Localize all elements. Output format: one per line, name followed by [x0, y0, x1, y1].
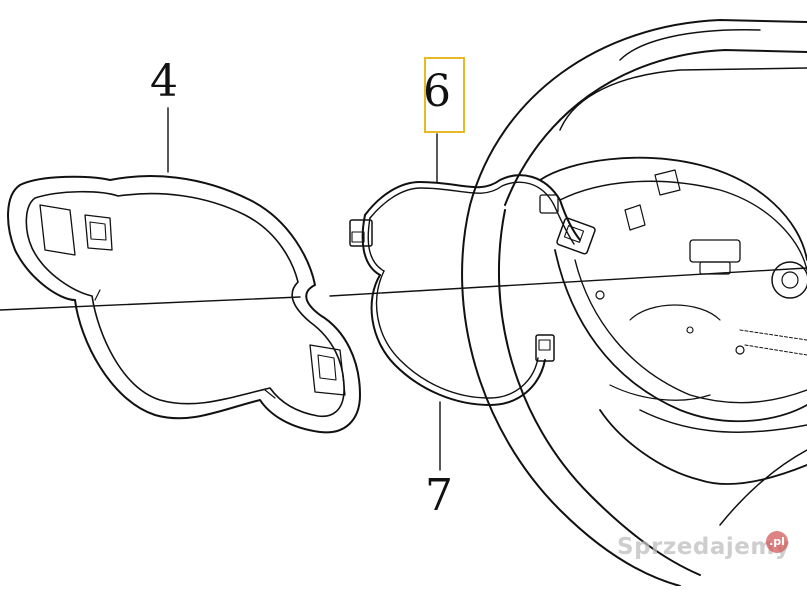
trim-frame	[7, 175, 361, 434]
callout-label-4: 4	[150, 56, 178, 107]
steering-wheel	[461, 19, 807, 587]
callout-label-6: 6	[423, 66, 451, 117]
watermark-text: Sprzedajemy	[617, 534, 791, 560]
wiring-harness	[349, 174, 596, 276]
callout-label-7: 7	[425, 470, 453, 521]
watermark-suffix: .pl	[766, 531, 788, 553]
callout-highlight-box	[424, 57, 465, 133]
wire-loop	[370, 270, 555, 406]
leader-lines	[0, 107, 807, 471]
